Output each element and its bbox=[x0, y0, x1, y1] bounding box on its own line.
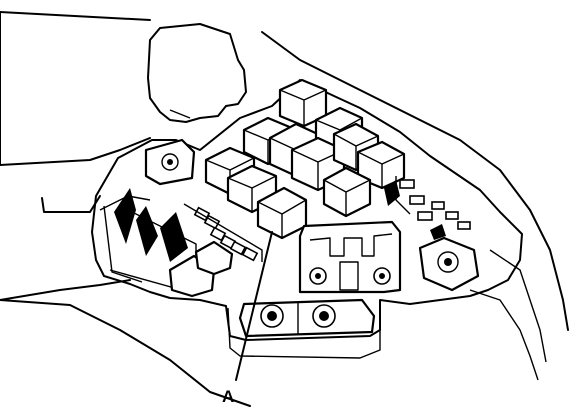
callout-a: A bbox=[222, 231, 273, 406]
relay-grid bbox=[204, 78, 406, 240]
right-terminal bbox=[418, 224, 480, 292]
bottom-terminals bbox=[238, 298, 376, 338]
fuse-slots bbox=[183, 176, 471, 262]
left-bay bbox=[103, 188, 234, 298]
callout-a-leader bbox=[235, 231, 273, 381]
engine-bracket bbox=[147, 23, 247, 123]
connector-clip bbox=[144, 138, 196, 186]
body-panel bbox=[0, 11, 569, 407]
center-connector bbox=[298, 220, 402, 294]
callout-a-label: A bbox=[222, 387, 234, 406]
